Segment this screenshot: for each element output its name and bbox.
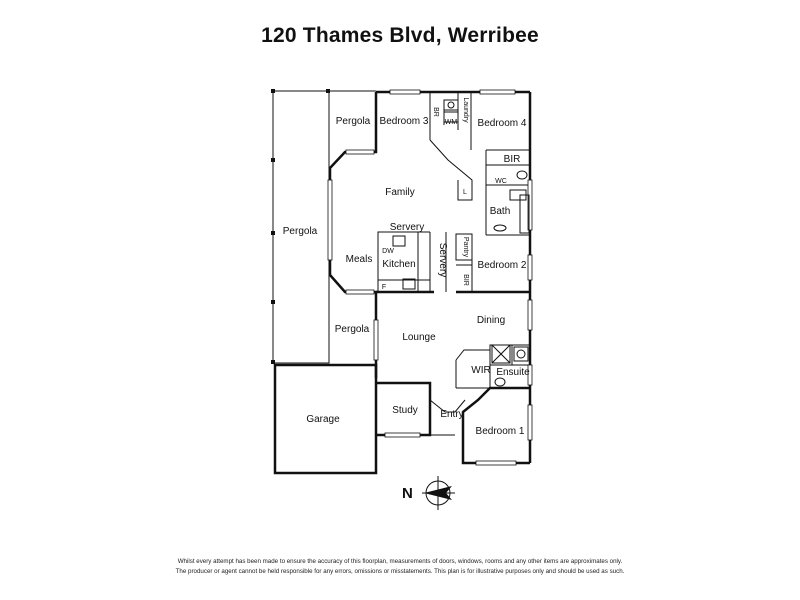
room-label-lounge: Lounge bbox=[402, 332, 436, 343]
room-label-servery-top: Servery bbox=[390, 222, 424, 233]
room-label-wir: WIR bbox=[471, 365, 490, 376]
room-label-bir-mid: BIR bbox=[462, 274, 469, 286]
room-label-wc: WC bbox=[495, 178, 507, 185]
room-label-bedroom2: Bedroom 2 bbox=[478, 260, 527, 271]
room-label-l: L bbox=[463, 189, 467, 196]
compass-icon bbox=[422, 476, 455, 510]
disclaimer-line-2: The producer or agent cannot be held res… bbox=[175, 568, 625, 575]
fixtures bbox=[392, 99, 530, 387]
compass: N bbox=[402, 476, 455, 510]
room-label-br: BR bbox=[432, 107, 439, 117]
room-label-laundry: Laundry bbox=[462, 97, 469, 123]
room-label-f: F bbox=[382, 284, 386, 291]
room-label-ensuite: Ensuite bbox=[496, 367, 530, 378]
windows bbox=[327, 89, 533, 466]
room-label-kitchen: Kitchen bbox=[382, 259, 415, 270]
room-label-pergola-side: Pergola bbox=[335, 324, 370, 335]
room-label-pantry: Pantry bbox=[462, 237, 469, 258]
room-label-study: Study bbox=[392, 405, 418, 416]
room-label-dining: Dining bbox=[477, 315, 505, 326]
room-label-pergola-top: Pergola bbox=[336, 116, 371, 127]
room-label-bedroom1: Bedroom 1 bbox=[476, 426, 525, 437]
room-label-pergola-main: Pergola bbox=[283, 226, 318, 237]
room-label-wm: WM bbox=[445, 119, 458, 126]
room-label-servery-side: Servery bbox=[437, 243, 448, 277]
room-label-family: Family bbox=[385, 187, 414, 198]
room-label-bedroom4: Bedroom 4 bbox=[478, 118, 527, 129]
disclaimer: Whilst every attempt has been made to en… bbox=[0, 557, 800, 577]
disclaimer-line-1: Whilst every attempt has been made to en… bbox=[177, 558, 623, 565]
room-label-bath: Bath bbox=[490, 206, 511, 217]
page-title: 120 Thames Blvd, Werribee bbox=[261, 24, 539, 47]
room-label-bedroom3: Bedroom 3 bbox=[380, 116, 429, 127]
room-label-dw: DW bbox=[382, 248, 394, 255]
room-label-bir-top: BIR bbox=[504, 154, 521, 165]
room-label-meals: Meals bbox=[346, 254, 373, 265]
compass-north-label: N bbox=[402, 485, 413, 502]
room-label-garage: Garage bbox=[306, 414, 340, 425]
room-label-entry: Entry bbox=[440, 409, 463, 420]
